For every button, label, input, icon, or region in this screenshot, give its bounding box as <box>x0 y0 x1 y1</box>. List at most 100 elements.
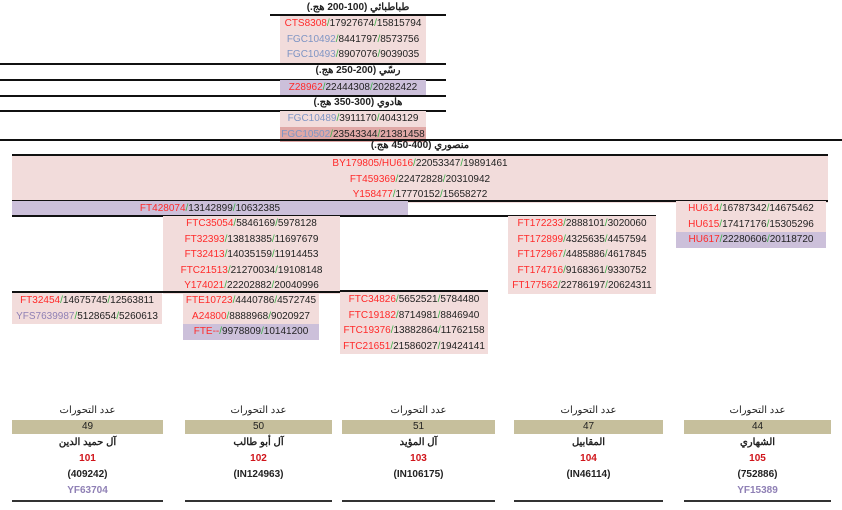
snp-code: FGC10489 <box>287 113 337 124</box>
snp-record[interactable]: FT172967/4485886/4617845 <box>508 247 656 263</box>
snp-record[interactable]: YFS7639987/5128654/5260613 <box>12 308 162 325</box>
snp-code: HU615 <box>688 218 720 230</box>
snp-record[interactable]: FT428074/13142899/10632385 <box>12 201 408 217</box>
slash: / <box>219 326 223 338</box>
snp-record[interactable]: FGC10492/8441797/8573756 <box>280 31 426 48</box>
snp-record[interactable]: FTC21651/21586027/19424141 <box>340 338 488 355</box>
slash: / <box>326 18 330 29</box>
position-hg38: 14035159 <box>227 249 272 261</box>
snp-record[interactable]: FTE--/9978809/10141200 <box>183 324 319 340</box>
snp-code: BY179805/HU616 <box>332 158 414 169</box>
mutation-count-label: عدد التحورات <box>230 405 287 416</box>
slash: / <box>604 264 608 276</box>
slash: / <box>605 280 608 292</box>
position-hg38: 21586027 <box>393 340 438 352</box>
position-hg19: 4457594 <box>607 233 647 245</box>
snp-code: Y174021 <box>184 280 225 292</box>
slash: / <box>275 218 278 229</box>
position-hg38: 9978809 <box>222 326 261 338</box>
position-hg38: 5846169 <box>236 218 276 229</box>
position-hg19: 11762158 <box>440 325 485 337</box>
divider-line <box>0 139 842 141</box>
snp-code: FGC10502 <box>281 128 331 140</box>
snp-record[interactable]: FGC10502/23543344/21381458 <box>280 126 426 143</box>
snp-record[interactable]: FGC10489/3911170/4043129 <box>280 111 426 127</box>
mutation-count: 44 <box>684 420 831 434</box>
yfull-id: YF63704 <box>67 485 108 496</box>
snp-record[interactable]: FTC34826/5652521/5784480 <box>340 292 488 308</box>
slash: / <box>766 234 770 246</box>
position-hg38: 23543344 <box>332 128 378 140</box>
snp-record[interactable]: FTC19376/13882864/11762158 <box>340 323 488 339</box>
snp-record[interactable]: FT32413/14035159/11914453 <box>163 247 340 263</box>
mutation-count-label: عدد التحورات <box>390 405 447 416</box>
slash: / <box>390 325 394 337</box>
mutation-count-label: عدد التحورات <box>59 405 116 416</box>
snp-record[interactable]: FTE10723/4440786/4572745 <box>183 293 319 309</box>
position-hg38: 4485886 <box>565 249 605 261</box>
snp-record[interactable]: FT32454/14675745/12563811 <box>12 293 162 309</box>
snp-record[interactable]: Y174021/22202882/20040996 <box>163 278 340 294</box>
family-name: آل المؤيد <box>399 437 438 448</box>
snp-record[interactable]: HU615/17417176/15305296 <box>676 216 826 233</box>
snp-record[interactable]: HU617/22280606/20118720 <box>676 232 826 248</box>
divider-line <box>270 14 446 16</box>
slash: / <box>227 264 231 276</box>
yfull-id <box>514 483 663 499</box>
position-hg38: 13142899 <box>188 203 233 214</box>
section-title: هادوي (300-350 هج.) <box>313 97 403 108</box>
snp-code: Y158477 <box>352 189 393 201</box>
position-hg38: 22280606 <box>722 234 767 246</box>
family-name: الشهاري <box>739 437 776 448</box>
position-hg38: 2888101 <box>565 218 605 229</box>
slash: / <box>377 128 381 140</box>
slash: / <box>271 249 275 261</box>
snp-record[interactable]: FTC21513/21270034/19108148 <box>163 262 340 279</box>
slash: / <box>440 189 443 201</box>
position-hg38: 14675745 <box>62 295 108 306</box>
snp-record[interactable]: FTC19182/8714981/8846940 <box>340 307 488 324</box>
group-rassi: Z28962/22444308/20282422 <box>280 80 426 96</box>
slash: / <box>766 218 770 230</box>
kit-id: (409242) <box>67 469 108 480</box>
position-hg38: 16787342 <box>722 203 767 214</box>
snp-record[interactable]: BY179805/HU616/22053347/19891461 <box>12 156 828 172</box>
snp-record[interactable]: CTS8308/17927674/15815794 <box>280 16 426 32</box>
slash: / <box>107 295 111 306</box>
mutation-count-label: عدد التحورات <box>729 405 786 416</box>
snp-record[interactable]: FT459369/22472828/20310942 <box>12 171 828 188</box>
snp-record[interactable]: FGC10493/8907076/9039035 <box>280 47 426 63</box>
position-hg19: 21381458 <box>380 128 425 140</box>
position-hg19: 3020060 <box>607 218 647 229</box>
snp-record[interactable]: Y158477/17770152/15658272 <box>12 187 828 203</box>
family-name: آل حميد الدين <box>58 437 117 448</box>
snp-record[interactable]: Z28962/22444308/20282422 <box>280 80 426 96</box>
position-hg38: 22053347 <box>415 158 461 169</box>
snp-code: FTC19182 <box>348 309 396 321</box>
snp-code: FGC10492 <box>286 33 336 45</box>
slash: / <box>395 294 399 305</box>
snp-record[interactable]: FT172233/2888101/3020060 <box>508 216 656 232</box>
divider-line <box>342 500 495 502</box>
snp-code: FT32413 <box>184 249 225 261</box>
snp-record[interactable]: FT174716/9168361/9330752 <box>508 262 656 279</box>
snp-record[interactable]: FT32393/13818385/11697679 <box>163 231 340 248</box>
snp-record[interactable]: FTC35054/5846169/5978128 <box>163 216 340 232</box>
position-hg19: 15305296 <box>769 218 814 230</box>
snp-record[interactable]: FT177562/22786197/20624311 <box>508 278 656 294</box>
slash: / <box>232 203 236 214</box>
snp-record[interactable]: A24800/8888968/9020927 <box>183 308 319 325</box>
position-hg19: 9020927 <box>271 310 310 322</box>
position-hg19: 15815794 <box>376 18 422 29</box>
position-hg38: 5652521 <box>398 294 438 305</box>
slash: / <box>224 280 228 292</box>
slash: / <box>335 33 339 45</box>
snp-record[interactable]: HU614/16787342/14675462 <box>676 201 826 217</box>
snp-record[interactable]: FT172899/4325635/4457594 <box>508 231 656 248</box>
slash: / <box>330 128 333 140</box>
